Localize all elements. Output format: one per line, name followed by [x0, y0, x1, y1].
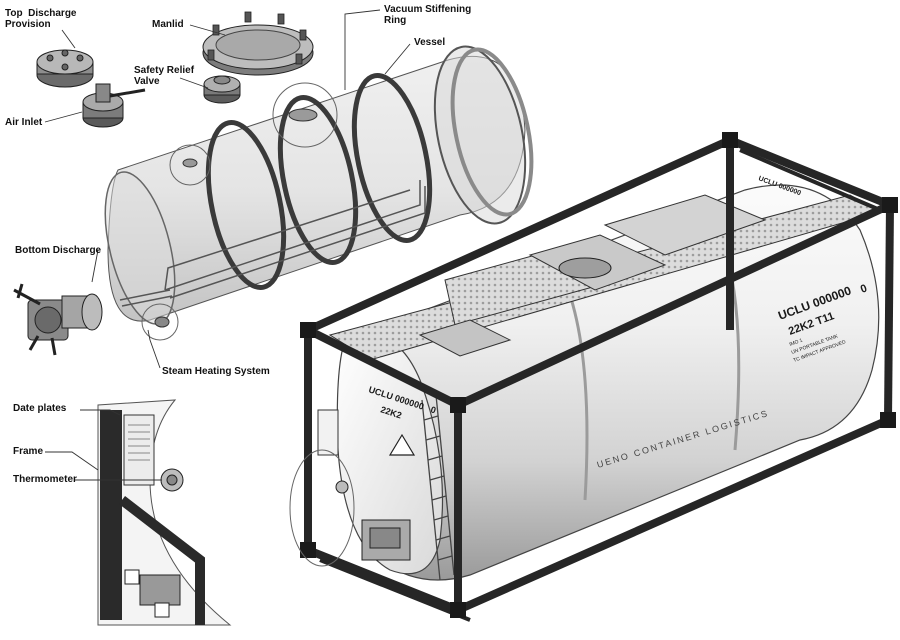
safety-relief-valve-part — [203, 75, 241, 104]
top-discharge-part — [36, 49, 94, 88]
side-subtext-1: IMO 1 — [789, 338, 804, 348]
label-thermometer: Thermometer — [13, 474, 77, 485]
label-air-inlet: Air Inlet — [5, 117, 43, 128]
bottom-discharge-part — [13, 283, 103, 356]
rear-check-digit: 0 — [429, 404, 437, 415]
tank-container — [289, 132, 898, 622]
label-bottom-discharge: Bottom Discharge — [15, 245, 102, 256]
label-manlid: Manlid — [152, 19, 184, 30]
manlid-part — [202, 11, 314, 76]
air-inlet-part — [82, 83, 146, 128]
label-vacuum-stiffening-ring: Vacuum Stiffening Ring — [384, 4, 472, 26]
inset-detail — [97, 399, 232, 626]
vessel-ghost — [104, 45, 534, 341]
leader-lines — [44, 9, 411, 481]
ladder — [421, 394, 455, 581]
label-date-plates: Date plates — [13, 403, 67, 414]
label-frame: Frame — [13, 446, 44, 457]
vacuum-stiffening-rings — [205, 73, 433, 290]
steam-heating-coil — [119, 180, 426, 307]
label-steam-heating-system: Steam Heating System — [162, 366, 270, 377]
side-check-digit: 0 — [859, 282, 869, 295]
label-safety-relief-valve: Safety Relief Valve — [134, 65, 195, 87]
label-vessel: Vessel — [414, 37, 446, 48]
label-top-discharge-provision: Top Discharge Provision — [5, 8, 77, 30]
